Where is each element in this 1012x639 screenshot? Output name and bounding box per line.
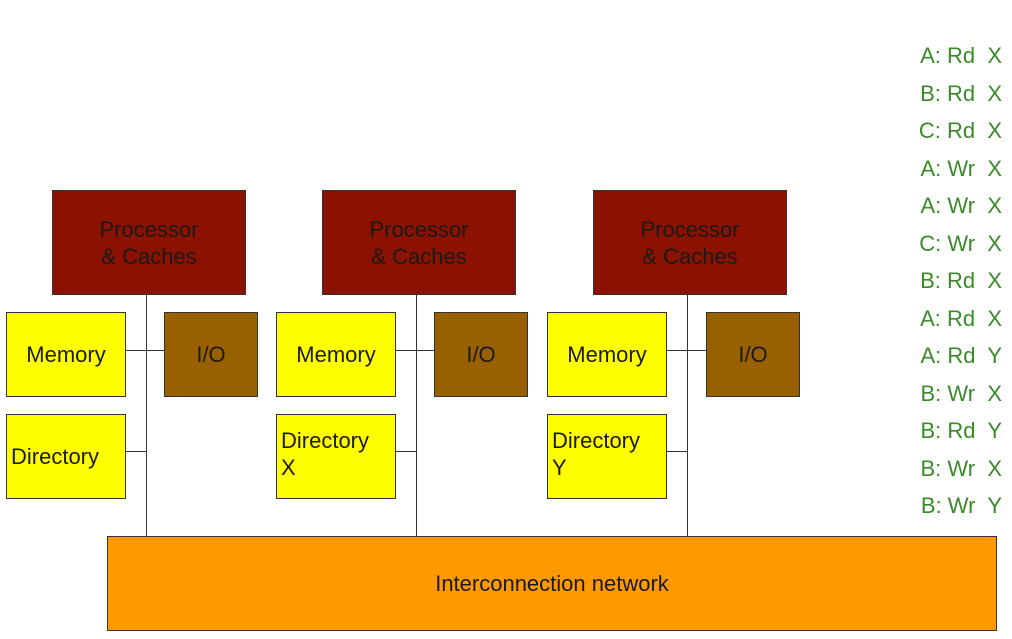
directory-sublabel: Y bbox=[552, 455, 567, 480]
processor-label-line2: & Caches bbox=[101, 243, 197, 269]
node-2-directory-link bbox=[396, 451, 416, 452]
network-label: Interconnection network bbox=[435, 571, 669, 596]
node-2-io: I/O bbox=[434, 312, 528, 397]
node-1-processor: Processor & Caches bbox=[52, 190, 246, 295]
operation-item: C: Rd X bbox=[918, 118, 1002, 143]
io-label: I/O bbox=[738, 342, 768, 367]
operation-item: B: Wr Y bbox=[920, 493, 1002, 518]
node-2-memory-io-link bbox=[396, 350, 434, 351]
interconnection-network: Interconnection network bbox=[107, 536, 997, 631]
operation-item: B: Rd X bbox=[920, 80, 1002, 106]
memory-label: Memory bbox=[26, 342, 106, 367]
directory-label: Directory bbox=[11, 444, 100, 469]
memory-label: Memory bbox=[296, 342, 376, 367]
io-label: I/O bbox=[196, 342, 226, 367]
node-2-memory: Memory bbox=[276, 312, 396, 397]
processor-label-line1: Processor bbox=[99, 216, 199, 242]
node-2-bus-line bbox=[416, 295, 417, 536]
node-3-memory-io-link bbox=[667, 350, 706, 351]
directory-sublabel: X bbox=[281, 455, 296, 480]
operation-item: A: Wr X bbox=[920, 155, 1003, 181]
node-1-directory-link bbox=[126, 451, 146, 452]
operation-item: A: Rd X bbox=[920, 43, 1002, 68]
memory-label: Memory bbox=[567, 342, 647, 367]
node-1-directory: Directory bbox=[6, 414, 126, 499]
node-3-processor: Processor & Caches bbox=[593, 190, 787, 295]
operation-item: B: Wr X bbox=[920, 455, 1003, 481]
node-3-directory-link bbox=[667, 451, 687, 452]
operation-item: A: Rd Y bbox=[920, 343, 1002, 368]
node-1-memory-io-link bbox=[126, 350, 164, 351]
operation-item: A: Wr X bbox=[920, 193, 1003, 218]
processor-label-line2: & Caches bbox=[642, 243, 738, 269]
operation-item: C: Wr X bbox=[919, 230, 1002, 256]
operation-item: B: Rd X bbox=[920, 268, 1002, 293]
operation-sequence: A: Rd X B: Rd X C: Rd X A: Wr X A: Wr X C: Wr… bbox=[860, 42, 1008, 530]
node-2-directory: Directory X bbox=[276, 414, 396, 499]
node-3-bus-line bbox=[687, 295, 688, 536]
node-1-io: I/O bbox=[164, 312, 258, 397]
operation-item: B: Wr X bbox=[920, 380, 1003, 406]
node-3-io: I/O bbox=[706, 312, 800, 397]
processor-label-line1: Processor bbox=[640, 216, 740, 242]
operation-item: A: Rd X bbox=[920, 305, 1002, 331]
directory-label: Directory bbox=[552, 428, 641, 453]
node-1-bus-line bbox=[146, 295, 147, 536]
processor-label-line1: Processor bbox=[369, 216, 469, 242]
processor-label-line2: & Caches bbox=[371, 243, 467, 269]
directory-label: Directory bbox=[281, 428, 370, 453]
node-3-memory: Memory bbox=[547, 312, 667, 397]
node-3-directory: Directory Y bbox=[547, 414, 667, 499]
io-label: I/O bbox=[466, 342, 496, 367]
node-2-processor: Processor & Caches bbox=[322, 190, 516, 295]
node-1-memory: Memory bbox=[6, 312, 126, 397]
operation-item: B: Rd Y bbox=[920, 418, 1002, 443]
